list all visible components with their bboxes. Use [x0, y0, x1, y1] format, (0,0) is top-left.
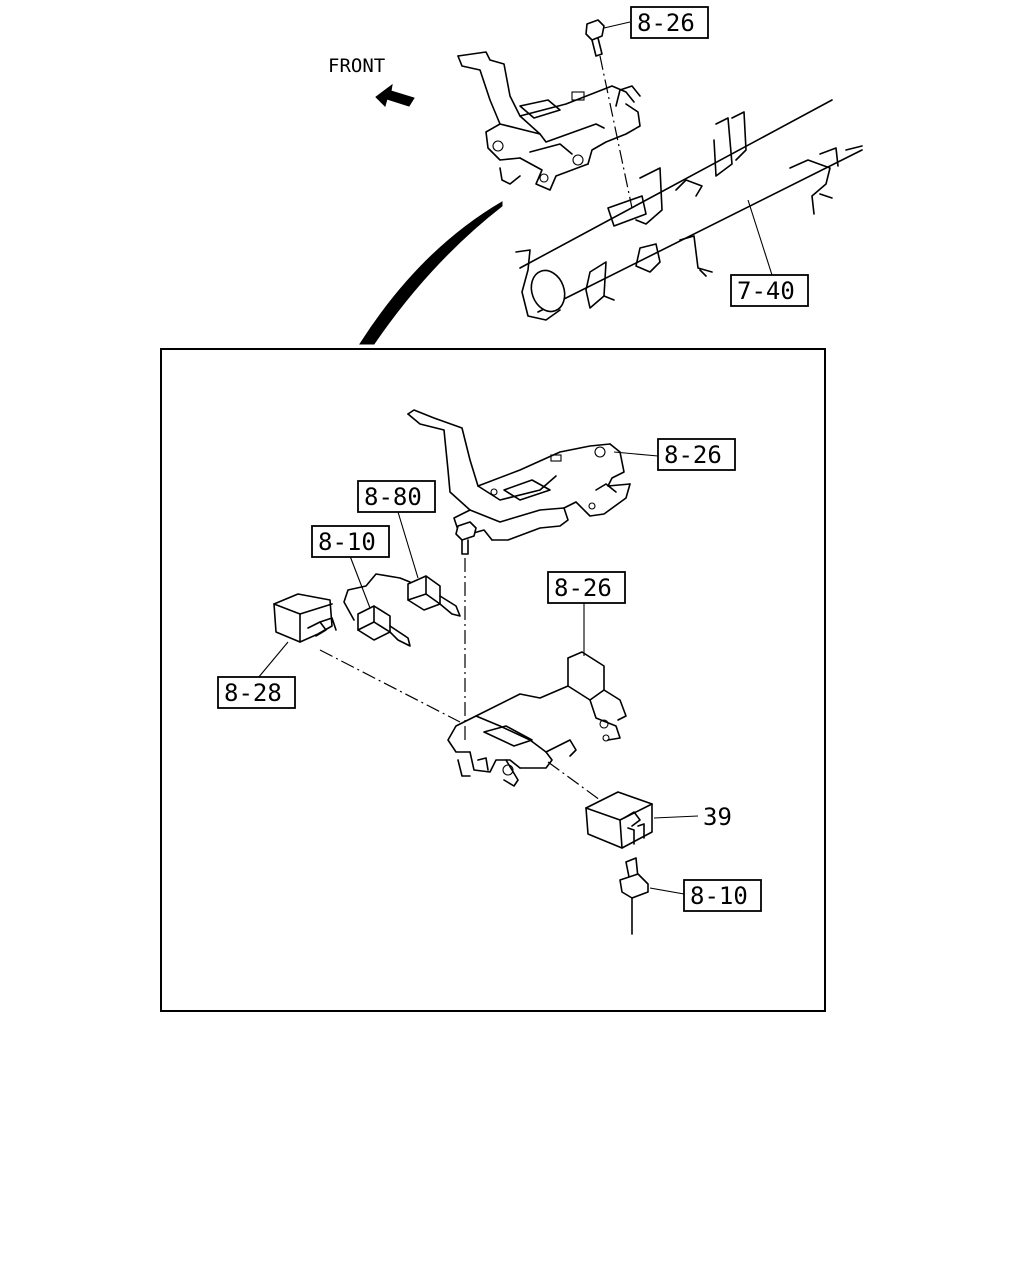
- callout-right-module: 39: [703, 803, 732, 831]
- left-module-leader: [257, 641, 289, 679]
- callout-connector-upper: 8-80: [357, 480, 436, 513]
- crossmember-leader: [747, 199, 773, 276]
- front-label: FRONT: [328, 55, 385, 77]
- callout-crossmember: 7-40: [730, 274, 809, 307]
- right-module-leader: [653, 815, 699, 819]
- callout-left-module: 8-28: [217, 676, 296, 709]
- top-bolt-leader: [603, 21, 631, 29]
- svg-text:8-26: 8-26: [554, 574, 612, 602]
- detail-curve-arrow: [359, 201, 503, 345]
- upper-bracket-leader: [613, 451, 659, 457]
- middle-connector: [357, 605, 411, 647]
- left-module-leader-dashed: [319, 649, 461, 723]
- svg-text:7-40: 7-40: [737, 277, 795, 305]
- svg-text:8-28: 8-28: [224, 679, 282, 707]
- overview-assembly: FRONT: [328, 6, 863, 345]
- overview-bracket: [457, 51, 641, 191]
- front-arrow-icon: [375, 83, 415, 107]
- bottom-connector-leader: [649, 887, 685, 895]
- svg-text:8-26: 8-26: [664, 441, 722, 469]
- right-module-leader-dashed: [547, 761, 601, 801]
- callout-upper-bracket: 8-26: [657, 438, 736, 471]
- detail-assembly: 8-26 8-80 8-10: [217, 409, 762, 935]
- left-module: [273, 593, 337, 643]
- detail-frame: [160, 348, 826, 1012]
- mid-bracket: [447, 651, 627, 787]
- upper-bracket: [407, 409, 631, 541]
- svg-text:8-80: 8-80: [364, 483, 422, 511]
- top-bolt-icon: [585, 19, 605, 57]
- callout-top-bolt: 8-26: [630, 6, 709, 39]
- top-bolt-leader-dashed: [599, 55, 633, 209]
- svg-text:8-10: 8-10: [318, 528, 376, 556]
- upper-connector: [343, 573, 461, 621]
- svg-text:8-10: 8-10: [690, 882, 748, 910]
- callout-connector-middle: 8-10: [311, 525, 390, 558]
- callout-bottom-connector: 8-10: [683, 879, 762, 912]
- connector-middle-leader: [349, 555, 371, 609]
- svg-text:8-26: 8-26: [637, 9, 695, 37]
- right-module: [585, 791, 653, 849]
- screw-icon: [455, 521, 477, 555]
- connector-upper-leader: [397, 511, 419, 579]
- bottom-connector: [619, 857, 649, 935]
- callout-mid-bracket: 8-26: [547, 571, 626, 604]
- crossmember-tube: [515, 99, 863, 321]
